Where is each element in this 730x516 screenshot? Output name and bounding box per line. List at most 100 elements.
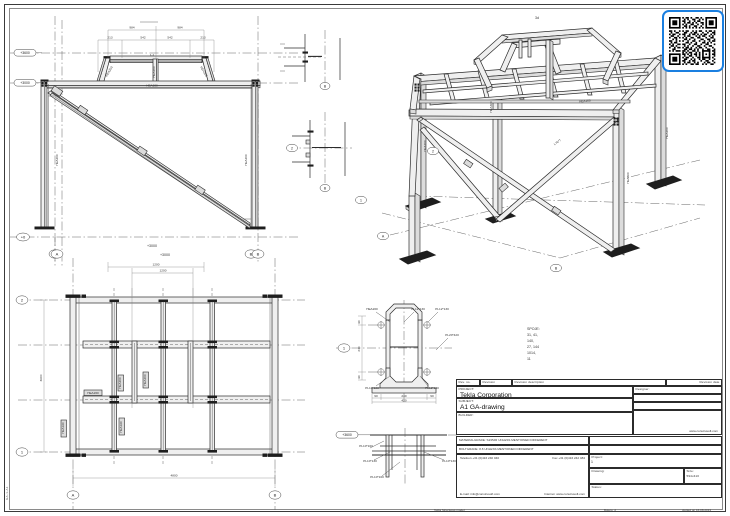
plan-dim-bottom: 4800 [171,474,178,478]
dim-542-b: 542 [167,36,172,40]
beam-callout-4: PL10*160 [370,475,384,479]
isometric-grid-bubbles: A B 1 2 [355,146,562,273]
baseplate-dim-left-90a: 90 [357,320,361,324]
dim-213-a: 213 [107,36,112,40]
baseplate-callout-6: PL20*420 [445,333,459,337]
qr-code-container[interactable] [662,10,724,72]
status-cell: Status: [589,484,722,498]
telephone-label: Telefoon +31 (0)416 240 040 [460,456,500,461]
iso-label-3: HEA300 [626,172,630,184]
materialgrade-note: MATERIALGRADE: S235JR UNLESS MENTIONED D… [456,436,589,445]
plan-label-2: HEA160 [119,421,123,433]
detail-top-bubble: B [324,84,327,88]
dim-213-b: 213 [200,36,205,40]
footer-model-name: Bolero_2 [604,508,617,512]
plan-label-4: HEA200 [143,374,147,386]
iso-grid-bubble-B: B [555,267,558,271]
isometric-section-tag: 3d [535,16,539,20]
elevation-portal-frame [34,79,266,230]
connections-item-5: 11 [527,357,531,361]
date-cell: Date:16.07.2008 [633,394,722,409]
view-isometric: 3d [355,16,706,273]
elevation-upper-truss [96,55,216,83]
plan-grid-bubble-B-bottom: B [274,493,277,498]
drawing-label: Drawing: [591,468,605,473]
beam-detail-level: +3600 [342,433,352,437]
project-value: Tekla Corporation [460,391,512,399]
baseplate-dim-90-a: 90 [374,394,378,398]
status-label: Status: [591,484,602,489]
isometric-braces [416,116,619,253]
elevation-member-label-col-right: HEA200 [244,154,248,166]
beam-callout-3: PL10*130 [442,459,456,463]
elevation-span-label: +3000 [147,244,157,248]
elevation-member-label-col-left: HEA200 [55,154,59,166]
boltgrade-note: BOLTGRADE: 8.8 UNLESS MENTIONED DIFFEREN… [456,445,589,454]
designer-cell: Designer: [633,386,722,394]
iso-label-5: L70*7 [553,138,562,146]
drawing-cell: Drawing: [589,468,684,484]
footer-model-label: Tekla Structures model [434,508,465,512]
iso-grid-bubble-A: A [382,235,385,239]
elevation-section-tag: 1-1 [150,53,155,57]
isometric-roof-purlins [418,71,657,106]
elevation-level-markers: +3600 +3000 +0 [13,49,42,242]
elevation-member-label-post: HEA200 [152,66,156,78]
plan-joists [109,299,217,453]
detail-2-bubble-lower: B [324,186,327,190]
beam-callout-1: PL10*160 [359,444,373,448]
builder-cell: BUILDER: [456,412,633,435]
level-3000: +3000 [20,81,30,85]
dim-984-left: 984 [129,26,134,30]
plan-grid-bubble-A-top: A [56,252,59,257]
elevation-member-label-diag-right: HEA300 [199,66,208,78]
plan-label-3: HEA200 [118,377,122,389]
internet-label: Internet: www.construsoft.com [544,491,585,496]
detail-2-bubble: 2 [291,147,293,151]
project-label: PROJECT: [458,386,475,391]
size-cell: Size: 594x410 [684,468,722,484]
size-value: 594x410 [686,473,700,478]
connections-item-2: 140, [527,339,534,343]
revision-header: Revision [480,379,512,386]
fax-label: Fax +31 (0)416 242 484 [552,456,585,461]
project-cell: PROJECT: Tekla Corporation [456,386,633,399]
sheet-border [4,4,726,512]
dim-984-right: 984 [177,26,182,30]
rev-no-header: Rev. no. [456,379,480,386]
logo-cell: www.construsoft.com [633,410,722,435]
connections-item-4: 1014, [527,351,536,355]
baseplate-callout-1: HEA200 [366,307,378,311]
detail-section-top: B [278,30,341,90]
iso-grid-bubble-1: 1 [360,199,362,203]
view-plan: A B 1 2 A B +3000 1200 3600 4800 [15,249,305,510]
baseplate-dim-left-240: 240 [357,346,361,351]
baseplate-dim-90-b: 90 [430,394,434,398]
project-no-value: 1 [591,459,593,464]
iso-label-2: HEA200 [665,127,669,139]
subject-label: SUBJECT: [458,398,474,403]
project-no-label: Project: [591,454,603,459]
plan-dim-left: 3600 [39,374,43,381]
detail-section-2: 2 B [286,112,352,192]
dim-542-a: 542 [140,36,145,40]
elevation-bottom-dim: 1200 [153,263,160,267]
title-block: Rev. no. Revision Revision description R… [456,379,722,507]
isometric-top-frame [473,27,622,101]
baseplate-dim-420: 420 [401,399,406,403]
elevation-member-label-diag-left: HEA200 [105,65,114,77]
elevation-member-label-beam: HEA200 [146,84,158,88]
connections-note: SPOJE: 31, 41, 140, 27, 144 1014, 11 [527,327,540,361]
weldings-cell: WELDINGS ◿ 4 UNLESS MENTIONED DIFFERENT [589,436,722,451]
qr-code[interactable] [669,17,717,65]
detail-beam: PL10*160 PL10*130 PL10*130 PL10*160 +360… [335,428,458,484]
project-no-cell: Project: 1 [589,454,722,468]
subject-value: A1 GA-drawing [460,403,505,411]
size-label: Size: [686,468,694,473]
plan-dim-top-overall: +3000 [160,253,170,257]
connections-item-1: 31, 41, [527,333,538,337]
baseplate-dim-240: 240 [401,394,406,398]
grid-bubble-B: B [250,252,253,257]
